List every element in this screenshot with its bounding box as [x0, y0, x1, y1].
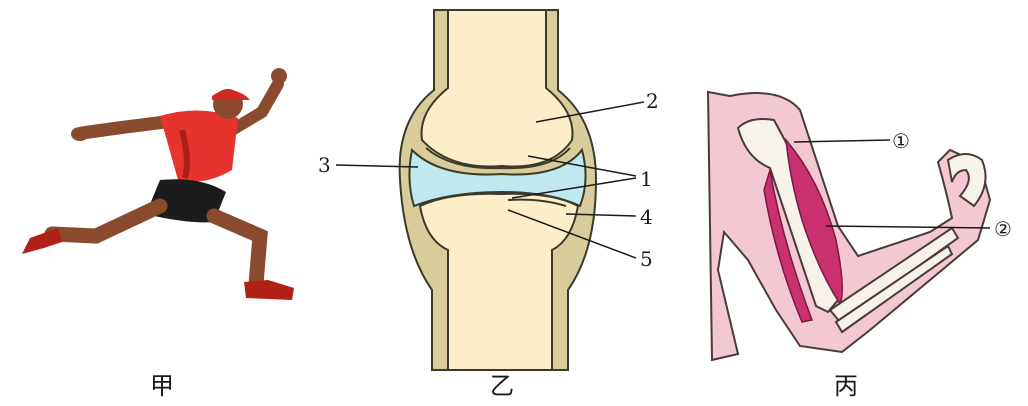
label-5: 5: [640, 247, 653, 271]
caption-jia: 甲: [150, 372, 174, 400]
arm-muscle-panel: ① ②: [690, 0, 1028, 406]
knee-joint-diagram: 2 3 1 4 5: [300, 0, 700, 406]
label-2: 2: [646, 89, 659, 113]
caption-bing: 丙: [834, 372, 858, 400]
knee-joint-panel: 2 3 1 4 5: [300, 0, 700, 406]
label-3: 3: [318, 153, 331, 177]
label-circled-2: ②: [994, 217, 1012, 241]
label-4: 4: [640, 205, 653, 229]
caption-yi: 乙: [490, 372, 514, 400]
runner-figure: [0, 0, 330, 406]
label-circled-1: ①: [892, 129, 910, 153]
runner-panel: [0, 0, 330, 406]
arm-muscle-diagram: ① ②: [690, 0, 1028, 406]
label-1: 1: [640, 167, 653, 191]
